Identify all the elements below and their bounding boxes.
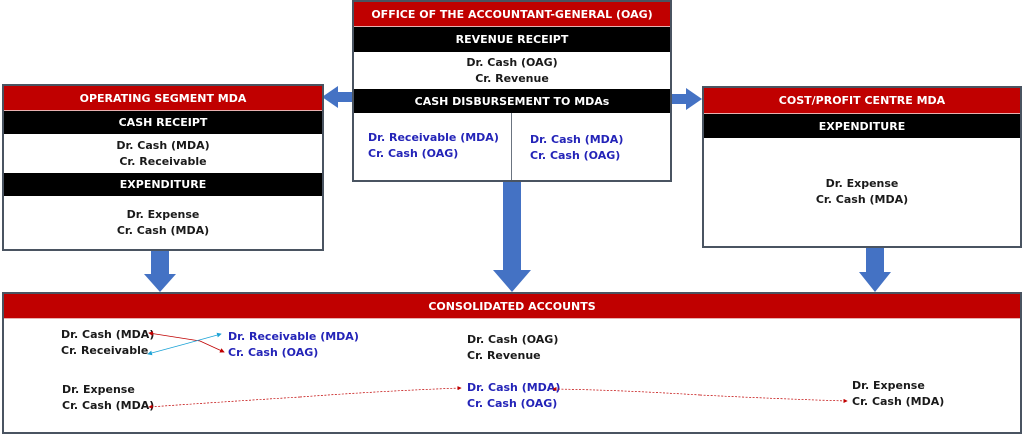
entry-line: Cr. Cash (OAG) — [467, 397, 558, 410]
entry-line: Cr. Receivable — [61, 344, 149, 357]
arrow-oag-to-operating-segment — [322, 86, 352, 108]
cash-disbursement-body: Dr. Receivable (MDA) Cr. Cash (OAG) Dr. … — [354, 113, 670, 180]
revenue-receipt-header: REVENUE RECEIPT — [354, 27, 670, 52]
entry-line: Dr. Cash (MDA) — [530, 133, 624, 146]
cpc-expenditure-entry: Dr. Expense Cr. Cash (MDA) — [704, 138, 1020, 246]
expenditure-header: EXPENDITURE — [4, 173, 322, 196]
operating-segment-box: OPERATING SEGMENT MDA CASH RECEIPT Dr. C… — [2, 84, 324, 251]
expenditure-entry: Dr. Expense Cr. Cash (MDA) — [4, 196, 322, 249]
oag-box: OFFICE OF THE ACCOUNTANT-GENERAL (OAG) R… — [352, 0, 672, 182]
oag-title: OFFICE OF THE ACCOUNTANT-GENERAL (OAG) — [354, 2, 670, 27]
consolidated-oag-transfer: Dr. Cash (MDA) Cr. Cash (OAG) — [467, 380, 560, 412]
entry-line: Dr. Expense — [62, 383, 135, 396]
cash-disbursement-header: CASH DISBURSEMENT TO MDAs — [354, 89, 670, 113]
entry-line: Dr. Cash (OAG) — [466, 55, 558, 69]
entry-line: Cr. Receivable — [119, 154, 207, 168]
entry-line: Dr. Receivable (MDA) — [228, 330, 359, 343]
consolidated-oag-revenue: Dr. Cash (OAG) Cr. Revenue — [467, 332, 558, 364]
entry-line: Dr. Expense — [825, 177, 899, 190]
entry-line: Cr. Cash (MDA) — [815, 193, 909, 206]
entry-line: Dr. Expense — [852, 379, 925, 392]
disbursement-left-entry: Dr. Receivable (MDA) Cr. Cash (OAG) — [354, 113, 512, 180]
operating-segment-title: OPERATING SEGMENT MDA — [4, 86, 322, 111]
consolidated-oag-disbursement: Dr. Receivable (MDA) Cr. Cash (OAG) — [228, 329, 359, 361]
entry-line: Dr. Cash (MDA) — [61, 328, 155, 341]
cash-receipt-header: CASH RECEIPT — [4, 111, 322, 134]
entry-line: Cr. Cash (OAG) — [368, 147, 459, 160]
entry-line: Cr. Revenue — [475, 71, 549, 85]
cash-receipt-entry: Dr. Cash (MDA) Cr. Receivable — [4, 134, 322, 173]
entry-line: Dr. Receivable (MDA) — [368, 131, 499, 144]
arrow-operating-segment-to-consolidated — [144, 250, 176, 292]
consolidated-title: CONSOLIDATED ACCOUNTS — [4, 294, 1020, 319]
cost-profit-centre-title: COST/PROFIT CENTRE MDA — [704, 88, 1020, 114]
cpc-expenditure-header: EXPENDITURE — [704, 114, 1020, 138]
entry-line: Dr. Cash (MDA) — [116, 138, 210, 152]
arrow-oag-to-cost-profit-centre — [672, 88, 702, 110]
entry-line: Dr. Cash (MDA) — [467, 381, 561, 394]
entry-line: Dr. Cash (OAG) — [467, 333, 559, 346]
disbursement-right-entry: Dr. Cash (MDA) Cr. Cash (OAG) — [512, 113, 670, 180]
entry-line: Dr. Expense — [126, 207, 200, 221]
consolidated-box: CONSOLIDATED ACCOUNTS — [2, 292, 1022, 434]
arrow-oag-to-consolidated — [493, 181, 531, 292]
entry-line: Cr. Cash (MDA) — [62, 399, 155, 412]
entry-line: Cr. Revenue — [467, 349, 541, 362]
entry-line: Cr. Cash (OAG) — [530, 149, 621, 162]
consolidated-cpc-expense: Dr. Expense Cr. Cash (MDA) — [852, 378, 944, 410]
consolidated-mda-expense: Dr. Expense Cr. Cash (MDA) — [62, 382, 154, 414]
entry-line: Cr. Cash (MDA) — [852, 395, 945, 408]
arrow-cost-profit-centre-to-consolidated — [859, 247, 891, 292]
consolidated-mda-receipt: Dr. Cash (MDA) Cr. Receivable — [61, 327, 154, 359]
cost-profit-centre-box: COST/PROFIT CENTRE MDA EXPENDITURE Dr. E… — [702, 86, 1022, 248]
entry-line: Cr. Cash (MDA) — [116, 223, 210, 237]
entry-line: Cr. Cash (OAG) — [228, 346, 319, 359]
revenue-receipt-entry: Dr. Cash (OAG) Cr. Revenue — [354, 52, 670, 89]
